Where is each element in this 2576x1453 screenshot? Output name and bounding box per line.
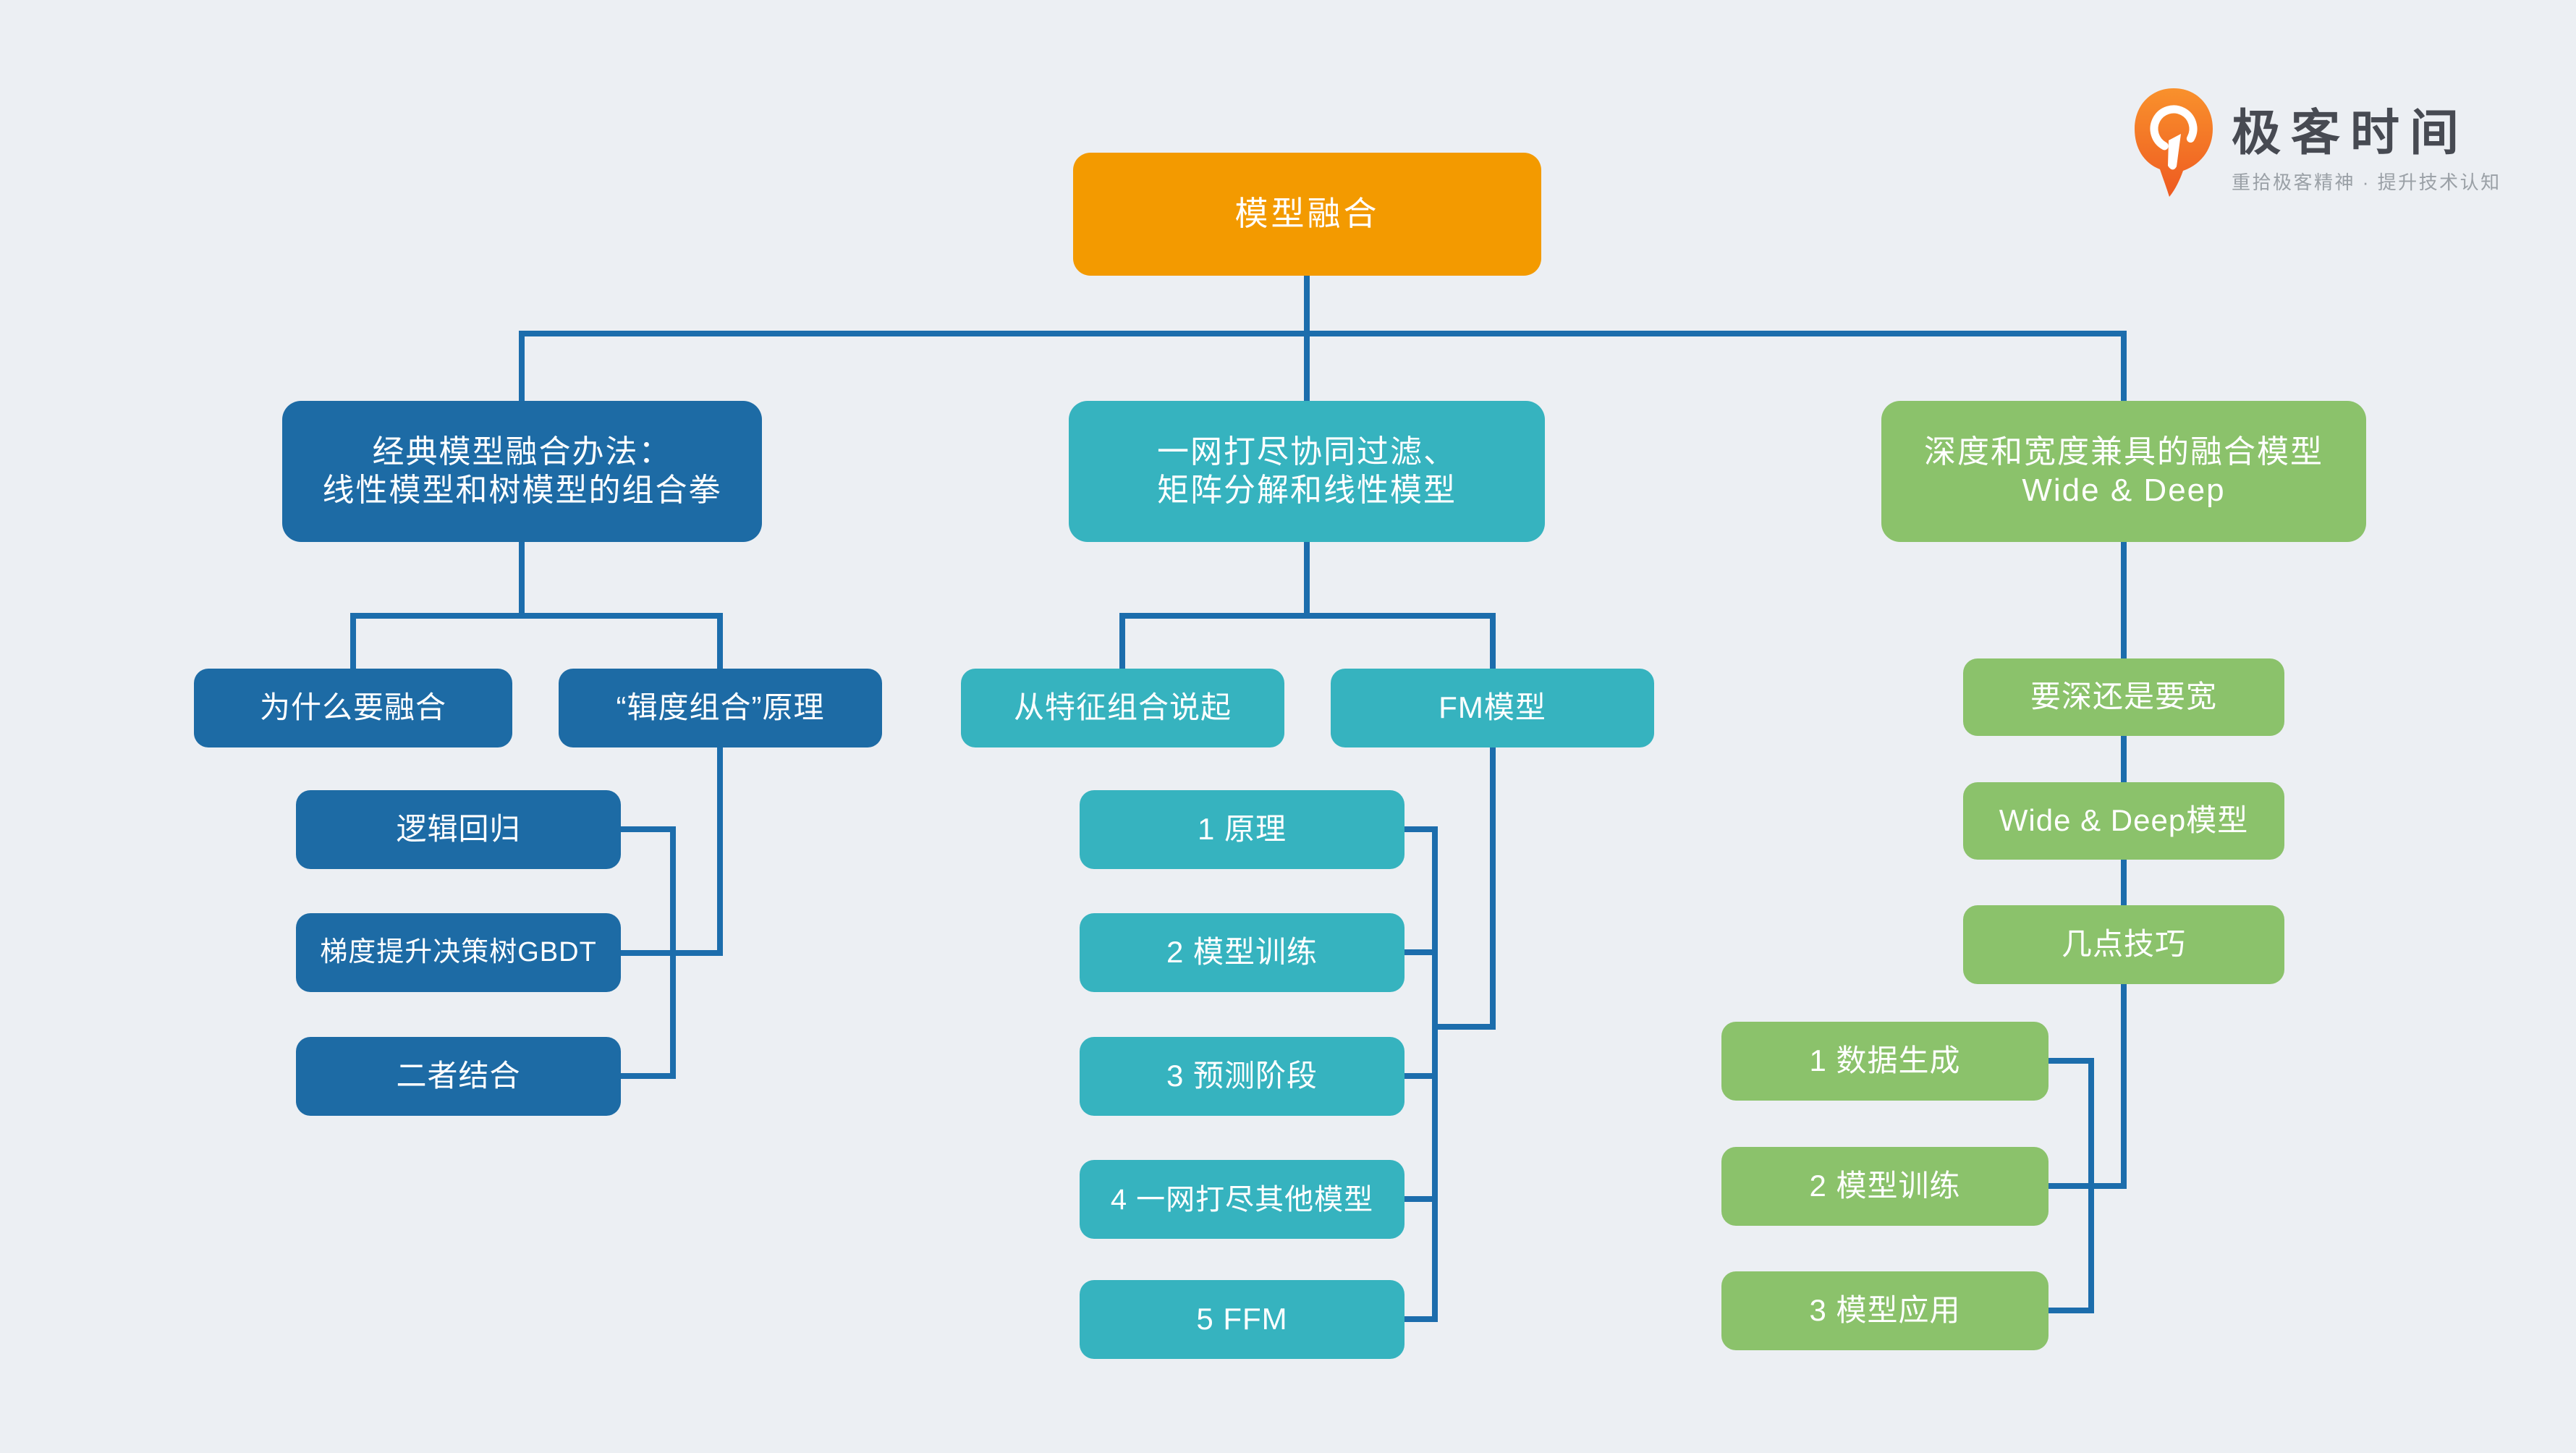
connector (621, 1073, 676, 1079)
connector (522, 331, 2127, 336)
branch-middle-title-line1: 一网打尽协同过滤、 (1157, 433, 1457, 470)
node-label: 3 预测阶段 (1166, 1059, 1318, 1093)
node-label: 4 一网打尽其他模型 (1110, 1183, 1374, 1216)
node-label: 1 数据生成 (1809, 1043, 1961, 1078)
branch-middle-title-line2: 矩阵分解和线性模型 (1157, 472, 1457, 508)
node-root[interactable]: 模型融合 (1073, 153, 1541, 276)
node-fm-training[interactable]: 2 模型训练 (1080, 913, 1404, 992)
node-branch-right-label: 深度和宽度兼具的融合模型 Wide & Deep (1924, 433, 2323, 510)
connector (350, 613, 356, 669)
node-branch-middle-label: 一网打尽协同过滤、 矩阵分解和线性模型 (1157, 433, 1457, 510)
connector (1404, 1316, 1438, 1322)
node-label: “辑度组合”原理 (616, 690, 825, 725)
connector (1490, 747, 1496, 1030)
node-why-fusion[interactable]: 为什么要融合 (194, 669, 512, 747)
node-branch-left[interactable]: 经典模型融合办法： 线性模型和树模型的组合拳 (282, 401, 762, 542)
node-label: 梯度提升决策树GBDT (320, 936, 597, 967)
connector (2121, 860, 2127, 905)
node-label: 3 模型应用 (1809, 1293, 1961, 1328)
connector (1404, 1073, 1438, 1079)
node-combine-both[interactable]: 二者结合 (296, 1037, 621, 1116)
branch-left-title-line2: 线性模型和树模型的组合拳 (322, 472, 722, 508)
node-label: FM模型 (1439, 690, 1546, 725)
node-branch-middle[interactable]: 一网打尽协同过滤、 矩阵分解和线性模型 (1069, 401, 1545, 542)
node-branch-left-label: 经典模型融合办法： 线性模型和树模型的组合拳 (323, 433, 722, 510)
geektime-logo-icon (2135, 88, 2213, 197)
connector (717, 613, 723, 669)
geektime-logo: 极客时间 重拾极客精神 · 提升技术认知 (2133, 85, 2501, 200)
connector (1304, 542, 1310, 616)
node-data-generation[interactable]: 1 数据生成 (1721, 1022, 2048, 1101)
connector (1490, 613, 1496, 669)
node-label: 从特征组合说起 (1013, 690, 1232, 725)
connector (2121, 542, 2127, 658)
node-ffm[interactable]: 5 FFM (1080, 1280, 1404, 1359)
node-label: 1 原理 (1197, 812, 1287, 847)
connector (1404, 1196, 1438, 1202)
connector (2121, 736, 2127, 782)
node-label: 2 模型训练 (1166, 935, 1318, 970)
connector (2121, 984, 2127, 1189)
node-label: 要深还是要宽 (2030, 679, 2217, 714)
connector (2048, 1058, 2094, 1064)
node-gradient-combo-principle[interactable]: “辑度组合”原理 (559, 669, 882, 747)
connector (621, 826, 676, 832)
connector (1404, 949, 1438, 955)
node-label: 几点技巧 (2061, 927, 2186, 962)
node-label: 二者结合 (396, 1059, 521, 1093)
branch-right-title-line1: 深度和宽度兼具的融合模型 (1924, 433, 2323, 470)
node-label: 为什么要融合 (259, 690, 446, 725)
connector (1404, 826, 1438, 832)
connector (717, 747, 723, 956)
connector (2088, 1058, 2094, 1313)
node-label: Wide & Deep模型 (1999, 803, 2249, 838)
node-wide-deep-model[interactable]: Wide & Deep模型 (1963, 782, 2284, 860)
node-fm-principle[interactable]: 1 原理 (1080, 790, 1404, 869)
connector (350, 613, 723, 619)
connector (670, 826, 676, 1079)
connector (1119, 613, 1125, 669)
connector (519, 331, 525, 401)
node-label: 5 FFM (1196, 1302, 1288, 1336)
geektime-logo-text: 极客时间 重拾极客精神 · 提升技术认知 (2232, 85, 2501, 195)
node-logistic-regression[interactable]: 逻辑回归 (296, 790, 621, 869)
node-label: 2 模型训练 (1809, 1169, 1961, 1203)
connector (2121, 331, 2127, 401)
node-fm-model[interactable]: FM模型 (1331, 669, 1654, 747)
connector (1304, 276, 1310, 334)
node-gbdt[interactable]: 梯度提升决策树GBDT (296, 913, 621, 992)
node-feature-combination[interactable]: 从特征组合说起 (961, 669, 1284, 747)
node-model-training[interactable]: 2 模型训练 (1721, 1147, 2048, 1226)
connector (1304, 331, 1310, 401)
connector (1119, 613, 1496, 619)
node-label: 逻辑回归 (396, 812, 521, 847)
connector (519, 542, 525, 616)
geektime-tagline: 重拾极客精神 · 提升技术认知 (2232, 171, 2501, 193)
node-root-label: 模型融合 (1234, 195, 1380, 233)
node-branch-right[interactable]: 深度和宽度兼具的融合模型 Wide & Deep (1881, 401, 2366, 542)
node-fm-prediction[interactable]: 3 预测阶段 (1080, 1037, 1404, 1116)
node-model-application[interactable]: 3 模型应用 (1721, 1271, 2048, 1350)
connector (1432, 1024, 1496, 1030)
node-tips[interactable]: 几点技巧 (1963, 905, 2284, 984)
connector (2048, 1308, 2094, 1313)
branch-right-title-line2: Wide & Deep (2022, 472, 2226, 508)
connector (2048, 1183, 2127, 1189)
geektime-brand: 极客时间 (2232, 106, 2470, 161)
node-deep-or-wide[interactable]: 要深还是要宽 (1963, 658, 2284, 736)
branch-left-title-line1: 经典模型融合办法： (372, 433, 672, 470)
node-fm-other-models[interactable]: 4 一网打尽其他模型 (1080, 1160, 1404, 1239)
